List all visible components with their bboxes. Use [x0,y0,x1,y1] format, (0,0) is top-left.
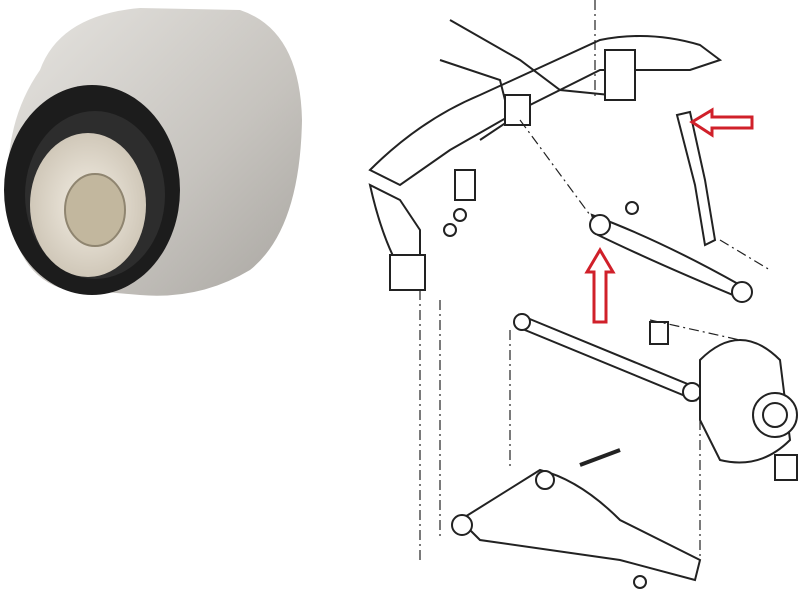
suspension-exploded-diagram [368,0,798,589]
upper-link [675,110,717,247]
lower-link [513,313,702,402]
dash-dot-guides [419,0,771,560]
bushing-bore [64,173,126,247]
upper-control-arm [589,201,753,303]
lower-control-arm [451,448,702,589]
subframe [368,19,723,291]
wheel-carrier [699,339,798,481]
bushing-photo [4,8,303,296]
arrow-up-to-control-arm-bushing [584,247,616,324]
arrow-left-to-upper-link [689,107,754,138]
